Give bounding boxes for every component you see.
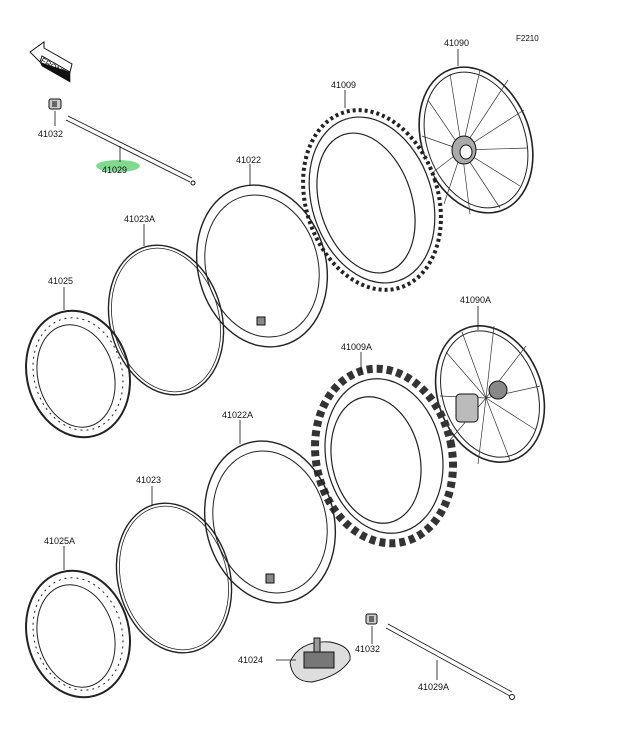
part-41090-wheel[interactable]: 41090 <box>400 38 553 229</box>
part-41023-rim-band[interactable]: 41023 <box>100 475 248 666</box>
part-41009A-tire[interactable]: 41009A <box>299 342 469 556</box>
part-label-41025A: 41025A <box>44 536 75 546</box>
part-label-41022: 41022 <box>236 155 261 165</box>
part-label-41023A: 41023A <box>124 214 155 224</box>
part-41022-inner-tube[interactable]: 41022 <box>179 155 345 362</box>
part-41090A-wheel[interactable]: 41090A <box>417 295 563 478</box>
part-41025A-rim[interactable]: 41025A <box>12 536 144 709</box>
part-41029-spoke-rod[interactable]: 41029 <box>65 115 196 186</box>
part-label-41032-lower: 41032 <box>355 644 380 654</box>
part-41023A-rim-band[interactable]: 41023A <box>92 214 240 408</box>
part-label-41029A: 41029A <box>418 682 449 692</box>
part-41025-rim[interactable]: 41025 <box>12 276 144 449</box>
part-label-41022A: 41022A <box>222 410 253 420</box>
part-label-41024: 41024 <box>238 655 263 665</box>
part-41024-rim-lock[interactable]: 41024 <box>238 637 351 683</box>
part-label-41023: 41023 <box>136 475 161 485</box>
part-label-41009: 41009 <box>331 80 356 90</box>
part-label-41090A: 41090A <box>460 295 491 305</box>
part-41032-nut[interactable]: 41032 <box>38 98 63 139</box>
highlight-marker <box>96 160 140 172</box>
part-41029A-spoke-rod[interactable]: 41029A <box>385 623 515 700</box>
part-41032-nut-lower[interactable]: 41032 <box>355 613 380 654</box>
part-label-41090: 41090 <box>444 38 469 48</box>
part-label-41025: 41025 <box>48 276 73 286</box>
part-label-41032: 41032 <box>38 129 63 139</box>
part-label-41029: 41029 <box>102 165 127 175</box>
part-41009-tire[interactable]: 41009 <box>281 80 463 308</box>
diagram-reference-code: F2210 <box>516 34 539 43</box>
front-arrow-icon: FRONT <box>29 41 73 83</box>
part-label-41009A: 41009A <box>341 342 372 352</box>
